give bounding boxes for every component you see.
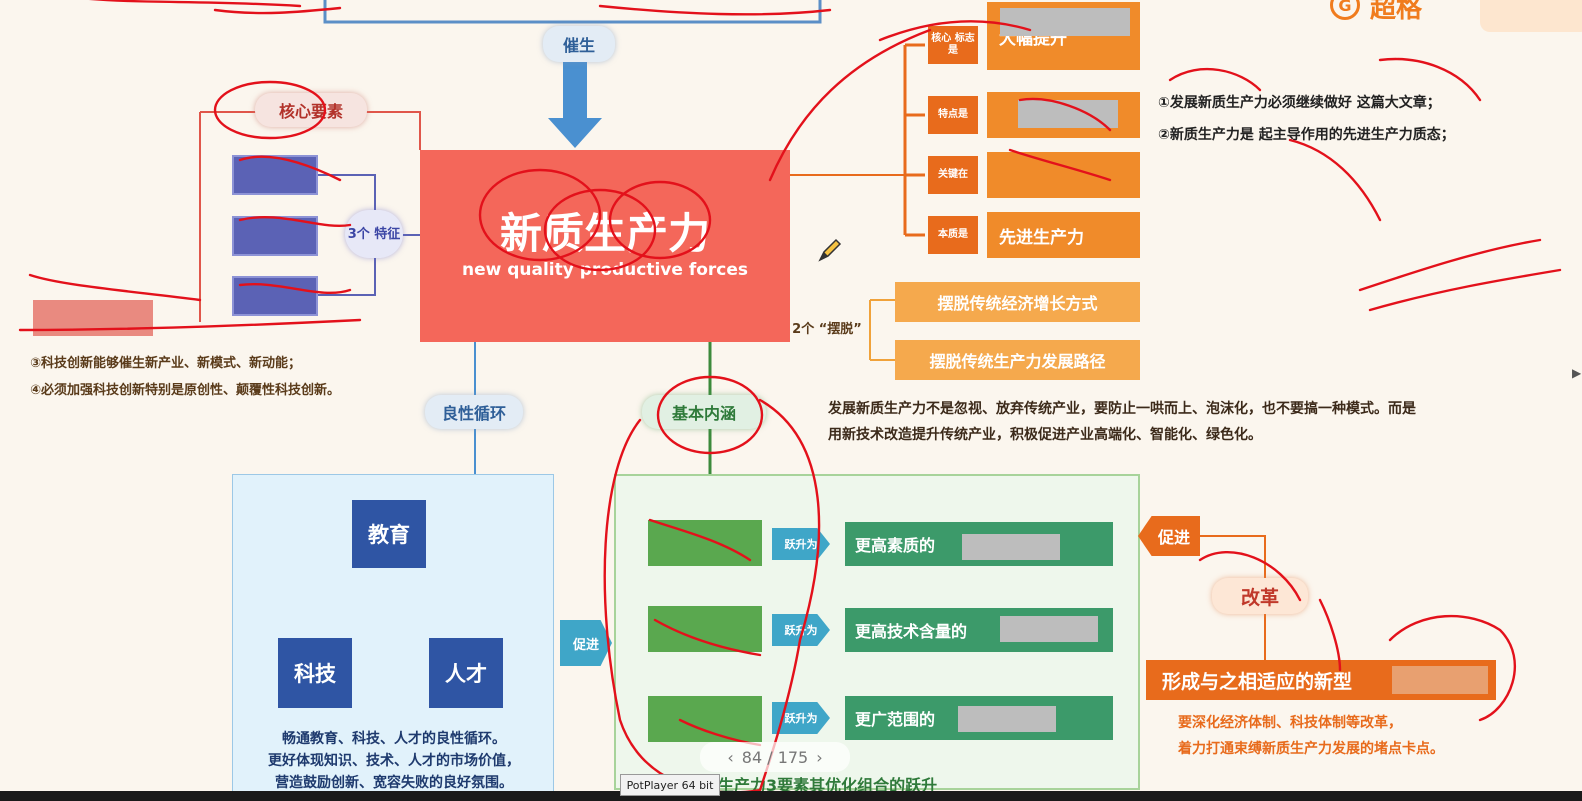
center-block: 新质生产力 new quality productive forces: [420, 150, 790, 342]
page-indicator[interactable]: ‹ 84 / 175 ›: [700, 742, 850, 772]
masked-box-leap-1: [962, 534, 1060, 560]
logo-text: 超格: [1370, 0, 1423, 24]
right-tag-1: 核心 标志是: [928, 26, 978, 64]
masked-box-leap-2: [1000, 616, 1098, 642]
baituo-box-1: 摆脱传统经济增长方式: [895, 282, 1140, 322]
right-tag-4: 本质是: [928, 216, 978, 254]
triangle-desc-2: 更好体现知识、技术、人才的市场价值，: [268, 753, 520, 769]
prev-page-icon[interactable]: ‹: [727, 747, 734, 767]
cuisheng-label: 催生: [543, 26, 615, 62]
logo-area: G 超格: [1330, 0, 1582, 32]
left-note-4: ④必须加强科技创新特别是原创性、颠覆性科技创新。: [30, 383, 341, 398]
triangle-desc-3: 营造鼓励创新、宽容失败的良好氛围。: [275, 775, 513, 791]
leap-arrow-1: 跃升为: [772, 528, 830, 560]
feature-box-1: [232, 155, 318, 195]
page-number: 84 / 175: [741, 747, 809, 767]
masked-box-leap-3: [958, 706, 1056, 732]
right-tag-2: 特点是: [928, 96, 978, 134]
taskbar: [0, 791, 1582, 801]
leap-box-2: 更高技术含量的: [845, 608, 1113, 652]
reform-desc-1: 要深化经济体制、科技体制等改革，: [1178, 715, 1402, 731]
masked-box-right-1: [1000, 8, 1130, 36]
right-tag-3: 关键在: [928, 156, 978, 194]
promote-arrow-right: 促进: [1138, 516, 1200, 556]
education-box: 教育: [352, 500, 426, 568]
three-features-label: 3个 特征: [345, 210, 403, 258]
next-page-icon[interactable]: ›: [816, 747, 823, 767]
leap-left-3: [648, 696, 762, 742]
core-elements-label: 核心要素: [255, 93, 367, 127]
reform-desc-2: 着力打通束缚新质生产力发展的堵点卡点。: [1178, 741, 1444, 757]
taskbar-tooltip: PotPlayer 64 bit: [620, 774, 720, 796]
talent-box: 人才: [429, 638, 503, 708]
logo-badge: [1480, 0, 1582, 32]
right-note-2: ②新质生产力是 起主导作用的先进生产力质态；: [1158, 127, 1455, 143]
masked-box-reform: [1392, 666, 1488, 694]
center-title: 新质生产力: [499, 209, 710, 258]
left-note-3: ③科技创新能够催生新产业、新模式、新动能；: [30, 356, 302, 371]
right-box-3: [987, 152, 1140, 198]
triangle-desc-1: 畅通教育、科技、人才的良性循环。: [282, 731, 506, 747]
reform-label: 改革: [1212, 578, 1308, 614]
leap-left-1: [648, 520, 762, 566]
pencil-icon: [816, 238, 842, 264]
technology-box: 科技: [278, 638, 352, 708]
leap-left-2: [648, 606, 762, 652]
promote-arrow-left: 促进: [560, 620, 612, 666]
virtuous-cycle-label: 良性循环: [425, 395, 523, 429]
baituo-box-2: 摆脱传统生产力发展路径: [895, 340, 1140, 380]
scroll-right-icon[interactable]: ▶: [1572, 366, 1582, 380]
leap-caption: 生产力3要素其优化组合的跃升: [718, 776, 938, 795]
two-baituo-label: 2个 “摆脱”: [792, 322, 862, 337]
logo-icon: G: [1330, 0, 1360, 20]
middle-note: 发展新质生产力不是忽视、放弃传统产业，要防止一哄而上、泡沫化，也不要搞一种模式。…: [828, 401, 1416, 443]
right-note-1: ①发展新质生产力必须继续做好 这篇大文章；: [1158, 95, 1441, 111]
feature-box-3: [232, 276, 318, 316]
right-box-4: 先进生产力: [987, 212, 1140, 258]
